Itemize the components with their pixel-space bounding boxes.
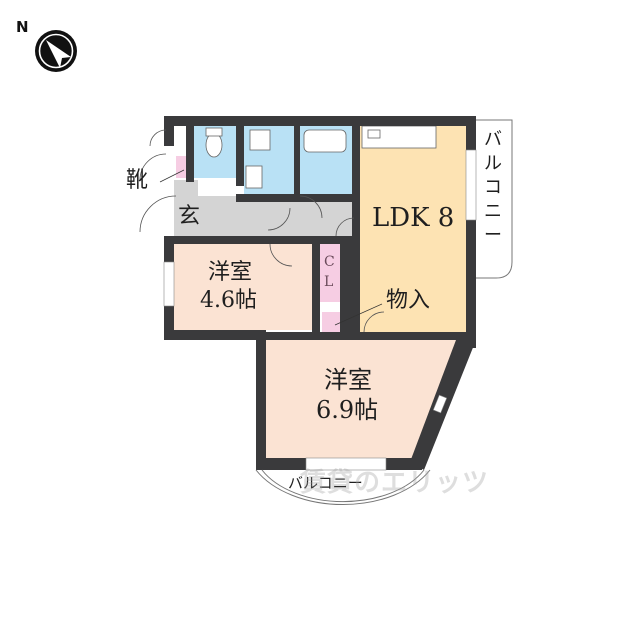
room-label-western-1-size: 4.6帖	[200, 288, 257, 313]
balcony-south-label: バルコニー	[288, 474, 363, 492]
room-label-western-1-name: 洋室	[208, 260, 253, 285]
north-arrow-icon	[35, 30, 77, 72]
storage-label: 物入	[386, 288, 431, 313]
shoe-box-label: 靴	[126, 168, 149, 193]
ldk-fill	[360, 124, 468, 332]
compass-north-label: N	[16, 18, 29, 36]
room-label-western-2-size: 6.9帖	[316, 396, 379, 424]
room-label-western-2-name: 洋室	[324, 366, 372, 394]
entrance-label: 玄	[178, 204, 201, 229]
closet-label: CL	[324, 254, 335, 290]
balcony-east-label: バルコニー	[484, 129, 502, 246]
watermark: 賃貸のエリッツ	[300, 468, 490, 498]
room-label-ldk: LDK 8	[372, 203, 455, 233]
